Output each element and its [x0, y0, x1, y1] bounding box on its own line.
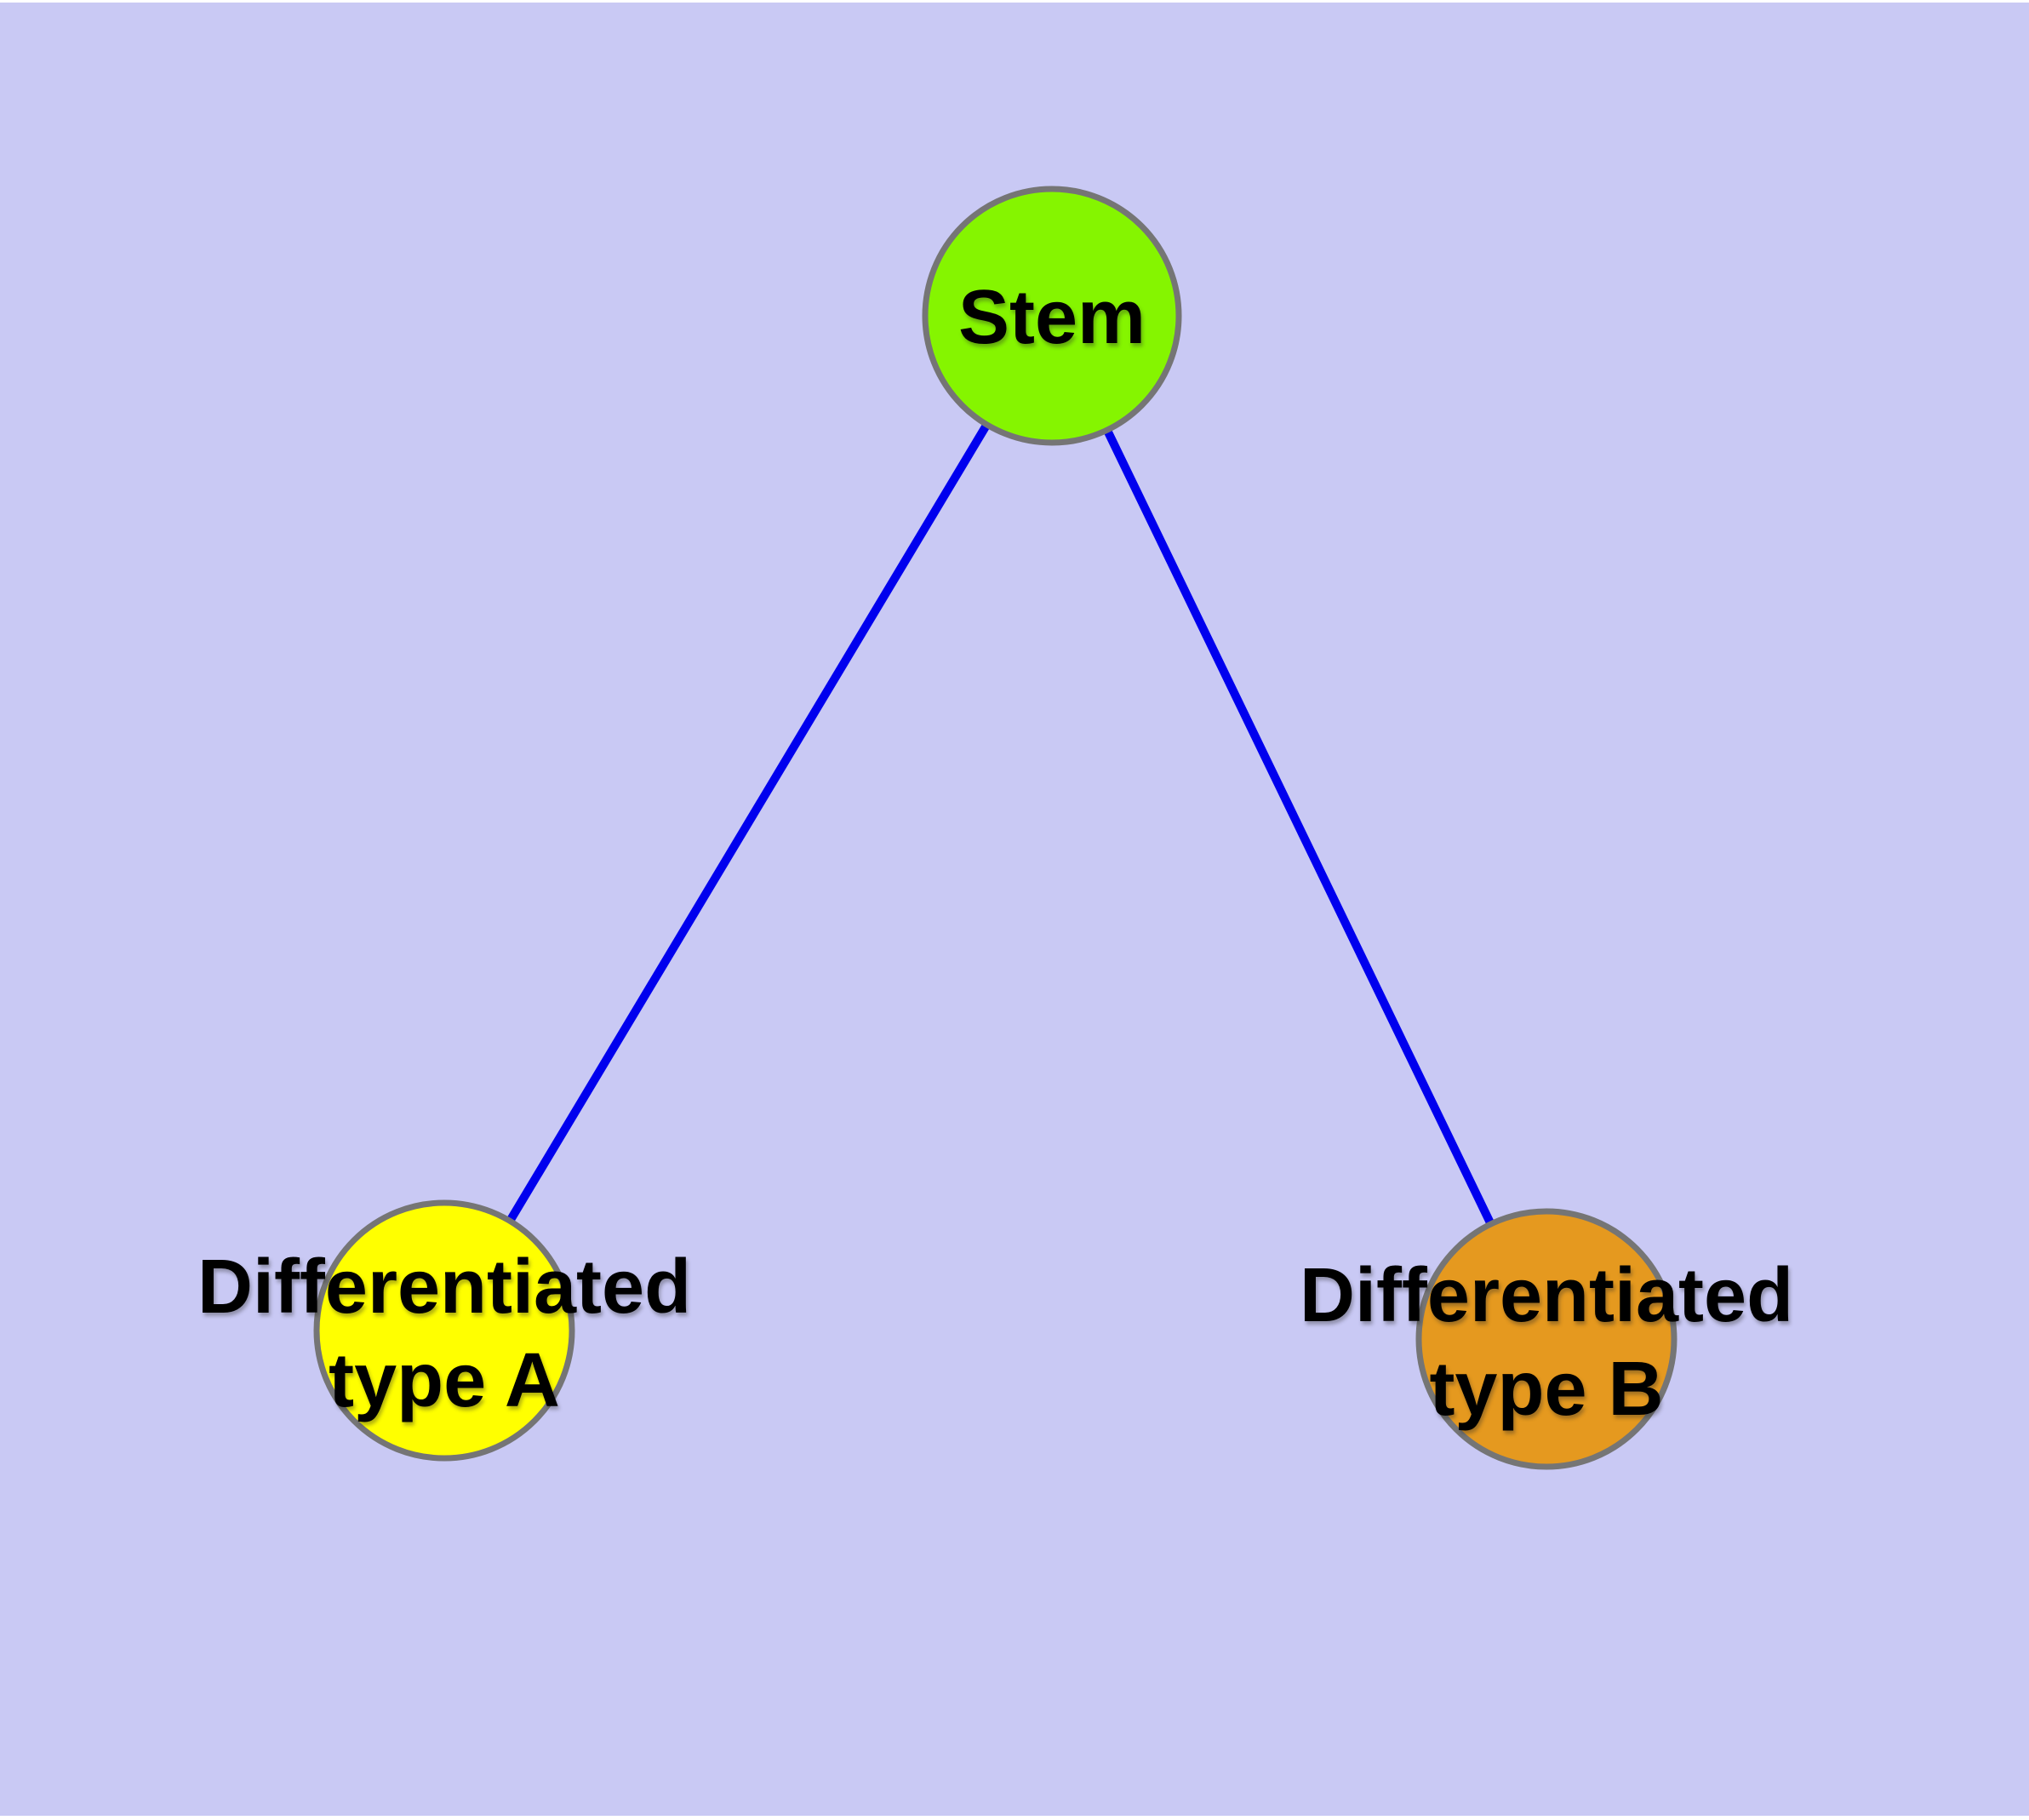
node-stem-circle — [922, 186, 1182, 446]
edge-stem-to-type-b — [1048, 312, 1551, 1343]
node-type-a-circle — [313, 1199, 575, 1462]
edge-stem-to-type-a — [440, 312, 1056, 1335]
node-type-b-circle — [1415, 1208, 1677, 1470]
